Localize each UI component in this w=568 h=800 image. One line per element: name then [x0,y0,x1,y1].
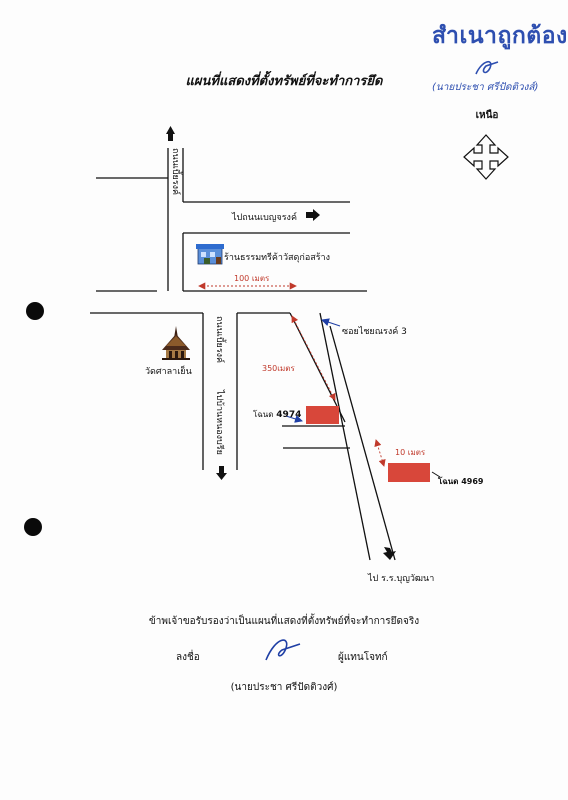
signer-name: (นายประชา ศรีปัดติวงศ์) [230,682,338,693]
stamp-signer: (นายประชา ศรีปัดติวงส์) [432,82,539,93]
distance-lines [198,282,386,467]
signature-icon [265,639,301,661]
north-label: เหนือ [475,110,499,121]
hospital-arrow-icon [383,547,396,560]
road-label-nong-bri: ไปบ้านหนองบรีย [214,390,224,455]
stamp-signature-icon [475,61,499,75]
north-arrow-icon [166,126,175,141]
shop-label: ร้านธรรมทรีค้าวัสดุก่อสร้าง [224,253,330,263]
to-school-label: ไป ร.ร.บุญวัฒนา [368,574,435,584]
arrow-icons [166,126,396,560]
road-lines [90,148,396,561]
temple-label: วัดศาลาเย็น [145,367,192,377]
shop-building-icon [196,244,224,265]
punch-hole-bottom [24,518,42,536]
temple-icon [162,326,190,360]
south-arrow-icon [216,466,227,480]
road-label-to-benjarong: ไปถนนเบญจรงค์ [232,213,297,223]
north-compass-icon [463,134,509,180]
east-arrow-icon [306,209,320,221]
role-label: ผู้แทนโจทก์ [338,652,388,663]
distance-10-label: 10 เมตร [395,448,426,457]
signature-label: ลงชื่อ [176,652,200,663]
parcel-4969 [388,463,430,482]
road-label-lower: ถนนเบี้ยรงค์ [214,316,224,364]
road-label-upper: ถนนเบี้ยรงค์ [170,148,180,196]
soi-label: ซอยไชยณรงค์ 3 [342,327,407,337]
map-title: แผนที่แสดงที่ตั้งทรัพย์ที่จะทำการยึด [185,74,383,89]
distance-line-10 [374,439,386,467]
parcel-4974-prefix: โฉนด [253,410,274,419]
parcel-4969-label: โฉนด 4969 [438,477,484,486]
pointer-arrows [285,318,341,423]
distance-350-label: 350เมตร [262,364,295,373]
parcel-4974-number: 4974 [276,410,302,420]
certified-copy-stamp: สำเนาถูกต้อง [432,23,568,49]
parcel-4974 [306,406,339,424]
certification-statement: ข้าพเจ้าขอรับรองว่าเป็นแผนที่แสดงที่ตั้ง… [148,616,420,627]
punch-hole-top [26,302,44,320]
distance-100-label: 100 เมตร [234,274,270,283]
parcel-4974-label: โฉนด 4974 [253,408,301,421]
